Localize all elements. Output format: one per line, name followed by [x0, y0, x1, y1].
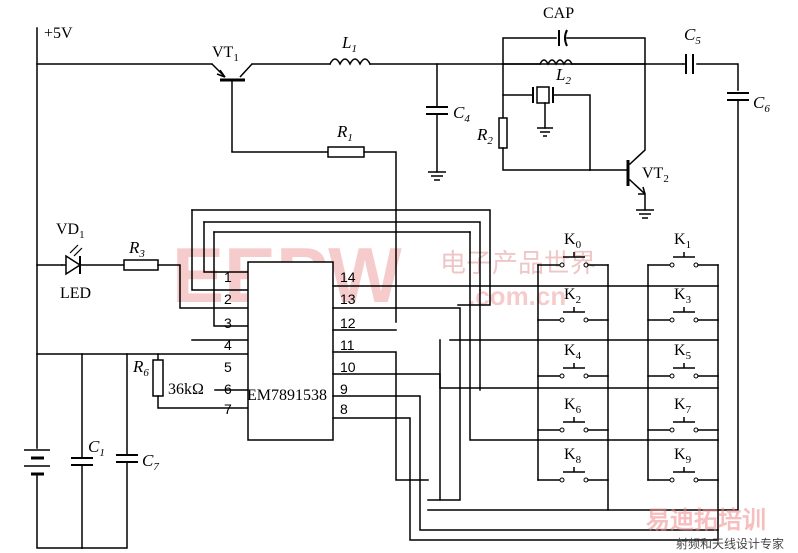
site-watermark: 易迪拓培训 射频和天线设计专家	[646, 506, 784, 551]
ic-right-wiring	[332, 231, 719, 541]
r1-label: R1	[336, 122, 353, 144]
ic-pin-8: 8	[340, 401, 348, 417]
capacitor-c1	[71, 353, 93, 549]
key-k1-label: K1	[674, 231, 691, 251]
keypad	[537, 252, 719, 483]
battery-symbol	[24, 449, 50, 476]
key-k2-label: K2	[564, 286, 581, 306]
key-k9[interactable]	[647, 467, 719, 483]
capacitor-c4	[426, 63, 448, 181]
key-k0-label: K0	[564, 231, 582, 251]
key-k8-label: K8	[564, 446, 582, 466]
capacitor-c5	[682, 54, 694, 74]
ic-name: EM7891538	[247, 387, 327, 404]
ic-pin-3: 3	[224, 315, 232, 331]
site-watermark-title: 易迪拓培训	[646, 506, 766, 534]
key-k9-label: K9	[674, 446, 692, 466]
r2-label: R2	[476, 125, 493, 147]
l1-label: L1	[341, 33, 357, 55]
inductor-l1	[328, 58, 372, 66]
key-k6-label: K6	[564, 396, 582, 416]
supply-wiring	[36, 27, 249, 549]
ic-pin-12: 12	[340, 315, 356, 331]
resistor-r1	[231, 146, 397, 323]
l2-label: L2	[555, 65, 571, 87]
c4-label: C4	[453, 103, 470, 125]
supply-label: +5V	[44, 25, 73, 42]
key-k5-label: K5	[674, 342, 692, 362]
key-k8[interactable]	[537, 467, 609, 483]
ic-pin-10: 10	[340, 359, 356, 375]
led-vd1	[61, 244, 125, 276]
key-k3-label: K3	[674, 286, 692, 306]
ic-pin-2: 2	[224, 291, 232, 307]
r3-label: R3	[128, 238, 145, 260]
ic-left-pin-numbers: 1 2 3 4 5 6 7	[224, 269, 232, 417]
ic-pin-7: 7	[224, 401, 232, 417]
key-k7[interactable]	[647, 417, 719, 433]
vt2-label: VT2	[642, 165, 669, 185]
ic-pin-14: 14	[340, 269, 356, 285]
key-k6[interactable]	[537, 417, 609, 433]
c7-label: C7	[142, 451, 159, 473]
key-k0[interactable]	[537, 252, 609, 268]
ic-pin-6: 6	[224, 381, 232, 397]
key-k2[interactable]	[537, 307, 609, 323]
capacitor-c6	[427, 92, 749, 511]
key-labels: K0 K1 K2 K3 K4 K5 K6 K7 K8 K9	[564, 231, 692, 466]
eepw-chinese-text: 电子产品世界	[440, 249, 596, 279]
key-k4[interactable]	[537, 363, 609, 379]
vd1-label: VD1	[56, 221, 85, 241]
resistor-r6	[152, 353, 249, 409]
r6-label: R6	[132, 357, 149, 379]
capacitor-c7	[81, 353, 138, 549]
ic-pin-1: 1	[224, 269, 232, 285]
c5-label: C5	[684, 25, 701, 47]
vt1-transistor	[211, 63, 253, 152]
eepw-watermark: EEPW 电子产品世界 .com.cn	[172, 231, 596, 319]
ic-right-pin-numbers: 14 13 12 11 10 9 8	[340, 269, 356, 417]
key-k1[interactable]	[647, 252, 719, 268]
ic-pin-4: 4	[224, 337, 232, 353]
c6-label: C6	[753, 93, 770, 115]
key-k4-label: K4	[564, 342, 582, 362]
led-label: LED	[60, 285, 91, 302]
c1-label: C1	[88, 437, 105, 459]
ic-body	[247, 261, 334, 441]
key-k7-label: K7	[674, 396, 692, 416]
cap-label: CAP	[543, 5, 574, 22]
vt2-transistor	[589, 63, 654, 219]
vt1-label: VT1	[212, 44, 239, 64]
ic-left-wiring	[191, 209, 491, 391]
ic-pin-11: 11	[340, 337, 355, 353]
r6-value: 36kΩ	[168, 381, 204, 398]
ic-pin-9: 9	[340, 381, 348, 397]
site-watermark-subtitle: 射频和天线设计专家	[676, 536, 784, 551]
ic-pin-13: 13	[340, 291, 356, 307]
key-k5[interactable]	[647, 363, 719, 379]
ic-pin-5: 5	[224, 359, 232, 375]
key-k3[interactable]	[647, 307, 719, 323]
tank-circuit	[498, 29, 646, 171]
